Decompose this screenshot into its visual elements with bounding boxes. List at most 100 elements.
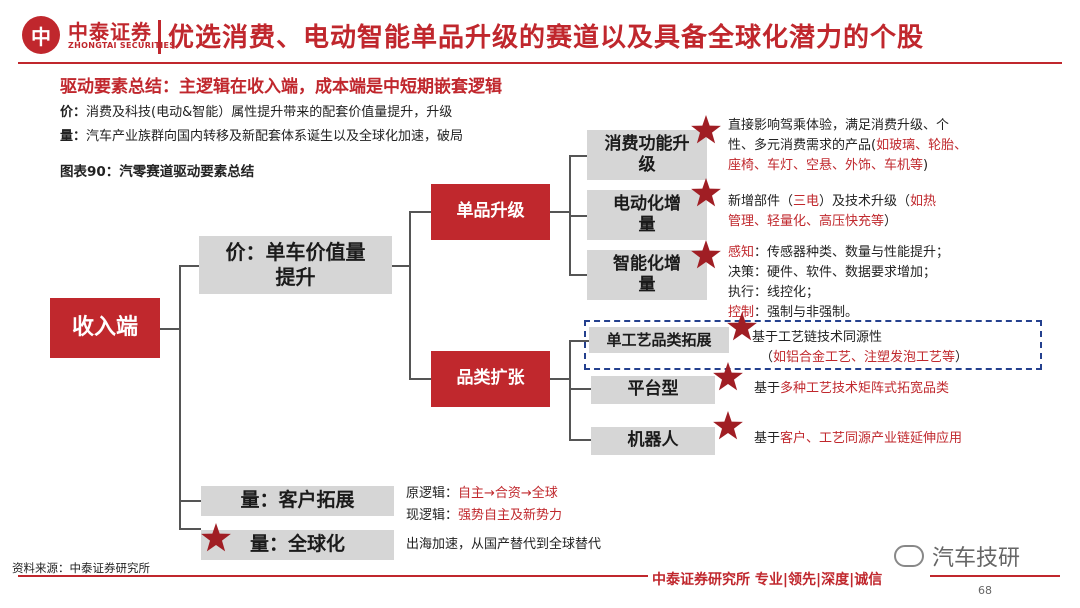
- desc-line: （如铝合金工艺、注塑发泡工艺等）: [752, 348, 968, 368]
- desc-highlight: 三电: [793, 194, 820, 209]
- desc-text: （: [760, 350, 774, 366]
- connector-to-global: [179, 528, 201, 530]
- node-platform: 平台型: [591, 376, 715, 404]
- desc-line: 座椅、车灯、空悬、外饰、车机等): [728, 156, 967, 176]
- desc-text: ：强制与非强制。: [754, 305, 859, 321]
- volume-note-label: 量：: [60, 129, 87, 144]
- node-electrification: 电动化增量: [587, 190, 707, 240]
- desc-line: 直接影响驾乘体验，满足消费升级、个: [728, 118, 950, 133]
- summary-subtitle: 驱动要素总结：主逻辑在收入端，成本端是中短期嵌套逻辑: [60, 77, 502, 97]
- desc-line: 决策：硬件、软件、数据要求增加；: [728, 265, 937, 281]
- desc-highlight: 如玻璃、轮胎、: [876, 138, 968, 154]
- connector-category-out: [550, 378, 570, 380]
- star-icon: [712, 411, 744, 441]
- price-note: 价：消费及科技(电动&智能）属性提升带来的配套价值量提升，升级: [60, 101, 452, 120]
- desc-line: 基于工艺链技术同源性: [752, 330, 883, 345]
- connector-to-single-upgrade: [409, 211, 431, 213]
- desc-highlight: 自主→合资→全球: [458, 486, 558, 501]
- desc-text: 性、多元消费需求的产品(: [728, 138, 877, 154]
- desc-consumer-upgrade: 直接影响驾乘体验，满足消费升级、个 性、多元消费需求的产品(如玻璃、轮胎、 座椅…: [728, 116, 967, 176]
- star-icon: [690, 115, 722, 145]
- node-globalization: 量：全球化: [201, 530, 394, 560]
- wechat-icon: [894, 545, 924, 567]
- connector-level2-spine: [409, 211, 411, 379]
- connector-price-out: [392, 265, 410, 267]
- desc-text: 新增部件（: [728, 194, 794, 209]
- desc-line: 新增部件（三电）及技术升级（如热: [728, 192, 936, 212]
- connector-level3b-spine: [569, 340, 571, 440]
- connector-to-price: [179, 265, 199, 267]
- volume-note: 量：汽车产业族群向国内转移及新配套体系诞生以及全球化加速，破局: [60, 125, 463, 144]
- desc-electrification: 新增部件（三电）及技术升级（如热 管理、轻量化、高压快充等）: [728, 192, 936, 232]
- desc-highlight: 感知: [728, 245, 755, 260]
- desc-line: 原逻辑：自主→合资→全球: [406, 484, 562, 504]
- highlight-dashed-frame: [584, 320, 1042, 370]
- footer-divider-right: [930, 575, 1060, 577]
- company-name: 中泰证券: [68, 20, 152, 44]
- connector-to-consumer: [569, 155, 587, 157]
- connector-single-out: [550, 211, 570, 213]
- desc-text: 现逻辑：: [406, 508, 459, 524]
- figure-title: 图表90：汽零赛道驱动要素总结: [60, 164, 255, 180]
- connector-to-robot: [569, 439, 591, 441]
- desc-highlight: 强势自主及新势力: [458, 508, 563, 524]
- header-divider: [18, 62, 1062, 64]
- desc-text: ): [923, 158, 929, 174]
- volume-note-text: 汽车产业族群向国内转移及新配套体系诞生以及全球化加速，破局: [86, 129, 464, 144]
- price-note-label: 价：: [60, 105, 87, 120]
- connector-to-intelligence: [569, 274, 587, 276]
- desc-text: 基于: [754, 431, 781, 446]
- desc-robot: 基于客户、工艺同源产业链延伸应用: [754, 429, 962, 449]
- desc-highlight: 如热: [910, 194, 937, 209]
- connector-to-electrification: [569, 215, 587, 217]
- title-accent-bar: [158, 20, 161, 54]
- star-icon: [712, 362, 744, 392]
- desc-line: 性、多元消费需求的产品(如玻璃、轮胎、: [728, 136, 967, 156]
- desc-line: 控制：强制与非强制。: [728, 303, 949, 323]
- desc-text: 原逻辑：: [406, 486, 459, 501]
- connector-to-platform: [569, 388, 591, 390]
- node-process-expand: 单工艺品类拓展: [589, 327, 729, 353]
- desc-intelligence: 感知：传感器种类、数量与性能提升； 决策：硬件、软件、数据要求增加； 执行：线控…: [728, 243, 949, 324]
- desc-line: 现逻辑：强势自主及新势力: [406, 506, 562, 526]
- company-logo-icon: 中: [22, 16, 60, 54]
- node-price-value: 价：单车价值量提升: [199, 236, 392, 294]
- star-icon: [690, 240, 722, 270]
- node-customer-expand: 量：客户拓展: [201, 486, 394, 516]
- page-number: 68: [978, 584, 992, 597]
- footer-divider: [18, 575, 648, 577]
- desc-text: ）: [884, 214, 898, 230]
- desc-platform: 基于多种工艺技术矩阵式拓宽品类: [754, 379, 949, 399]
- desc-text: ：传感器种类、数量与性能提升；: [754, 245, 950, 260]
- node-single-upgrade: 单品升级: [431, 184, 550, 240]
- desc-highlight: 座椅、车灯、空悬、外饰、车机等: [728, 158, 924, 174]
- desc-line: 执行：线控化；: [728, 285, 820, 301]
- price-note-text: 消费及科技(电动&智能）属性提升带来的配套价值量提升，升级: [86, 105, 453, 120]
- watermark: 汽车技研: [894, 540, 1020, 572]
- source-note: 资料来源：中泰证券研究所: [12, 561, 150, 575]
- desc-highlight: 控制: [728, 305, 755, 321]
- slide-title: 优选消费、电动智能单品升级的赛道以及具备全球化潜力的个股: [168, 23, 925, 53]
- desc-highlight: 管理、轻量化、高压快充等: [728, 214, 885, 230]
- connector-to-customer: [179, 500, 201, 502]
- node-consumer-upgrade: 消费功能升级: [587, 130, 707, 180]
- desc-highlight: 客户、工艺同源产业链延伸应用: [780, 431, 963, 446]
- desc-highlight: 如铝合金工艺、注塑发泡工艺等: [773, 350, 956, 366]
- desc-process-expand: 基于工艺链技术同源性 （如铝合金工艺、注塑发泡工艺等）: [752, 328, 968, 368]
- desc-text: 基于: [754, 381, 781, 396]
- star-icon: [200, 523, 232, 553]
- company-name-en: ZHONGTAI SECURITIES: [68, 41, 176, 50]
- desc-line: 管理、轻量化、高压快充等）: [728, 212, 936, 232]
- desc-highlight: 多种工艺技术矩阵式拓宽品类: [780, 381, 950, 396]
- desc-text: ）及技术升级（: [819, 194, 911, 209]
- desc-text: ）: [955, 350, 969, 366]
- watermark-text: 汽车技研: [932, 546, 1021, 571]
- node-robot: 机器人: [591, 427, 715, 455]
- desc-customer-expand: 原逻辑：自主→合资→全球 现逻辑：强势自主及新势力: [406, 484, 562, 526]
- footer-slogan: 中泰证券研究所 专业|领先|深度|诚信: [652, 572, 883, 588]
- desc-globalization: 出海加速，从国产替代到全球替代: [406, 537, 602, 552]
- star-icon: [726, 312, 758, 342]
- connector-level1-spine: [179, 265, 181, 529]
- connector-to-process: [569, 340, 589, 342]
- connector-root: [160, 328, 180, 330]
